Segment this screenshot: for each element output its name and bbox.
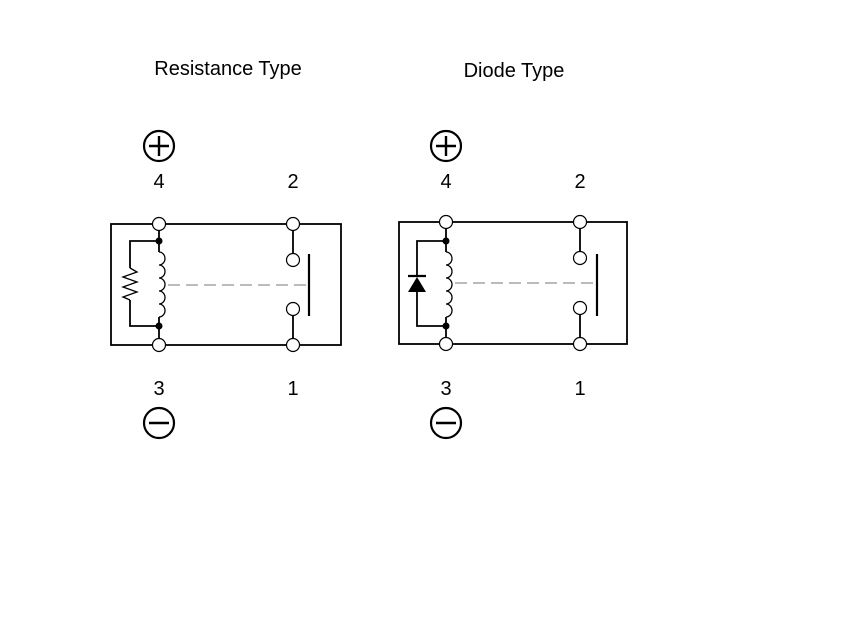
diode-icon bbox=[408, 274, 426, 292]
pin-label-4: 4 bbox=[440, 171, 451, 193]
pin-label-2: 2 bbox=[287, 171, 298, 193]
terminal-3 bbox=[438, 336, 454, 352]
terminal-2 bbox=[285, 216, 301, 232]
diagram-resistance-type: Resistance Type 4 2 bbox=[110, 58, 342, 440]
contact-point-top bbox=[285, 252, 301, 268]
diode-wire-bottom bbox=[416, 292, 446, 327]
diode-wire-top bbox=[416, 240, 446, 276]
plus-symbol bbox=[429, 129, 463, 163]
diagram-title: Diode Type bbox=[464, 60, 565, 82]
contact-point-bottom bbox=[572, 300, 588, 316]
diagram-diode-type: Diode Type 4 2 bbox=[398, 60, 628, 440]
contact-point-top bbox=[572, 250, 588, 266]
pin-label-3: 3 bbox=[153, 378, 164, 400]
relay-body bbox=[110, 223, 342, 346]
relay-coil bbox=[158, 251, 166, 318]
resistor-wire-bottom bbox=[129, 300, 159, 327]
diagram-title: Resistance Type bbox=[154, 58, 302, 80]
minus-symbol bbox=[142, 406, 176, 440]
resistor-wire-top bbox=[129, 240, 159, 268]
pin-label-2: 2 bbox=[574, 171, 585, 193]
terminal-1 bbox=[572, 336, 588, 352]
terminal-3 bbox=[151, 337, 167, 353]
resistor-icon bbox=[121, 267, 139, 301]
terminal-4 bbox=[151, 216, 167, 232]
terminal-1 bbox=[285, 337, 301, 353]
pin-label-3: 3 bbox=[440, 378, 451, 400]
pin-label-1: 1 bbox=[574, 378, 585, 400]
relay-body bbox=[398, 221, 628, 345]
contact-point-bottom bbox=[285, 301, 301, 317]
terminal-2 bbox=[572, 214, 588, 230]
relay-coil bbox=[445, 251, 453, 318]
plus-symbol bbox=[142, 129, 176, 163]
minus-symbol bbox=[429, 406, 463, 440]
pin-label-4: 4 bbox=[153, 171, 164, 193]
terminal-4 bbox=[438, 214, 454, 230]
pin-label-1: 1 bbox=[287, 378, 298, 400]
